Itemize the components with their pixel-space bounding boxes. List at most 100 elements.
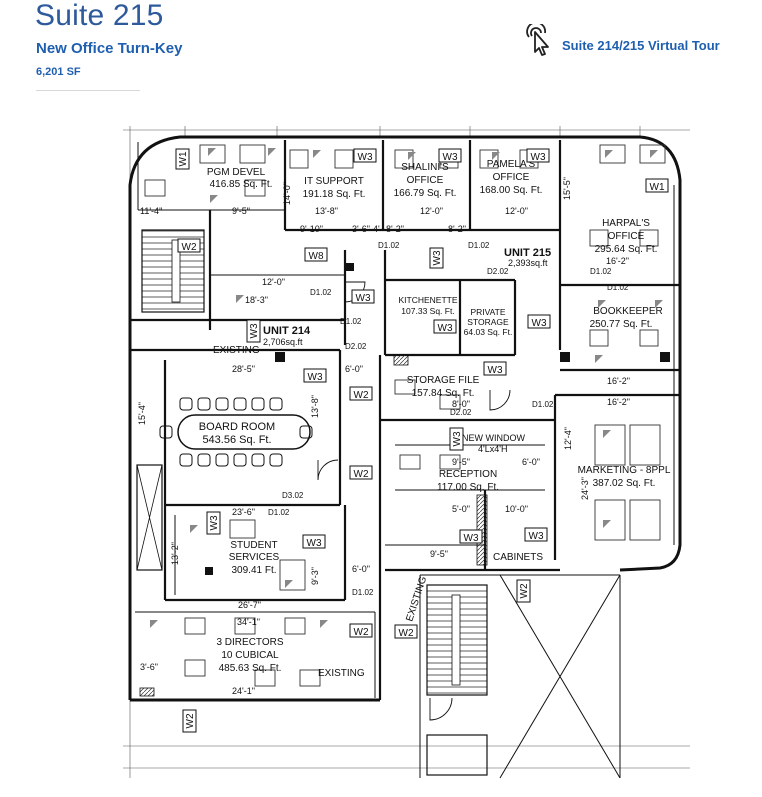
code: D2.02 [450,408,472,417]
tag: W8 [309,251,324,262]
dim: 28'-5" [232,364,255,374]
room-name: MARKETING - 8PPL [578,465,671,476]
tag: W3 [358,152,373,163]
tag: W3 [356,293,371,304]
room-name: CABINETS [493,552,543,563]
dim: 4' [373,224,380,234]
board-table [159,397,313,467]
dim: 13'-2" [170,542,180,565]
room-area: 295.64 Sq. Ft. [595,244,658,255]
dim: 9'-5" [232,206,250,216]
new-window-label: NEW WINDOW [462,433,525,443]
new-window-size: 4'Lx4'H [478,444,507,454]
tag: W2 [354,469,369,480]
elevator-x [136,464,163,571]
dim: 15'-5" [562,177,572,200]
tag: W3 [529,531,544,542]
dim: 24'-3" [580,477,590,500]
dim: 6'-0" [352,564,370,574]
code: D1.02 [607,283,629,292]
code: D1.02 [378,241,400,250]
page-subtitle: New Office Turn-Key [36,40,183,57]
virtual-tour-label: Suite 214/215 Virtual Tour [562,37,720,53]
stair-rail [171,239,181,303]
room-area: 166.79 Sq. Ft. [394,188,457,199]
room-area: 107.33 Sq. Ft. [401,306,454,316]
room-area: 64.03 Sq. Ft. [464,327,513,337]
code: D1.02 [268,508,290,517]
column-solid [205,263,670,575]
code: D1.02 [590,267,612,276]
room-name: STUDENT [230,540,277,551]
window-tags: W1 W1 W3 W3 W3 W2 W8 W3 W3 W3 W3 W3 W3 W… [175,148,669,733]
dim: 16'-2" [607,397,630,407]
tag: W3 [443,152,458,163]
light-lines [135,209,621,779]
stair-rail-lower [451,594,461,686]
unit-215-area: 2,393sq.ft [508,258,548,268]
dim: 9'-3" [310,567,320,585]
code: D1.02 [310,288,332,297]
tag: W3 [307,538,322,549]
dim: 10'-0" [505,504,528,514]
room-name: RECEPTION [439,469,497,480]
tag: W2 [185,713,196,728]
code: D2.02 [487,267,509,276]
dim: 12'-0" [420,206,443,216]
code: D3.02 [282,491,304,500]
suite-area: 6,201 SF [36,66,81,78]
tag: W3 [249,323,260,338]
dim: 34'-1" [237,617,260,627]
furniture [144,144,666,687]
dim: 8'-2" [386,224,404,234]
room-name: PAMELA'S [487,159,536,170]
dim: 6'-0" [345,364,363,374]
dim: 16'-2" [606,256,629,266]
unit-214-label: UNIT 214 [263,325,311,337]
code: D1.02 [352,588,374,597]
room-name: SHALINI'S [401,162,449,173]
tag: W3 [531,152,546,163]
room-area: 168.00 Sq. Ft. [480,185,543,196]
dim: 3'-6" [352,224,370,234]
tag: W3 [432,250,443,265]
code: D1.02 [340,317,362,326]
dim: 12'-0" [262,277,285,287]
dim: 9'-10" [300,224,323,234]
dim: 13'-8" [315,206,338,216]
room-area: 416.85 Sq. Ft. [210,179,273,190]
dim: 13'-8" [310,395,320,418]
pointer-click-icon [526,24,549,56]
room-name: KITCHENETTE [398,295,457,305]
room-labels: PGM DEVEL 416.85 Sq. Ft. IT SUPPORT 191.… [199,159,671,674]
room-name: 3 DIRECTORS [216,637,283,648]
code: D1.02 [468,241,490,250]
room-area: 191.18 Sq. Ft. [303,189,366,200]
code: D1.02 [532,400,554,409]
room-name: STORAGE FILE [407,375,480,386]
room-area: 543.56 Sq. Ft. [202,434,271,446]
dim: 8'-2" [448,224,466,234]
virtual-tour-link[interactable]: Suite 214/215 Virtual Tour [524,24,720,60]
dim: 9'-5" [452,457,470,467]
dim: 26'-7" [238,600,261,610]
room-name: OFFICE [407,175,444,186]
tag: W2 [399,628,414,639]
code: D2.02 [345,342,367,351]
tag: W2 [519,583,530,598]
dimensions: 11'-4" 9'-5" 13'-8" 14'-0" 9'-10" 3'-6" … [137,177,630,696]
dim: 9'-5" [430,549,448,559]
pin-marks [150,148,663,628]
dim: 24'-1" [232,686,255,696]
tag: W3 [532,318,547,329]
tag: W3 [209,515,220,530]
tag: W3 [452,431,463,446]
room-name: STORAGE [467,317,509,327]
unit-214-area: 2,706sq.ft [263,337,303,347]
dim: 16'-2" [607,376,630,386]
existing-label: EXISTING [213,345,260,356]
tag: W2 [354,627,369,638]
room-area: 387.02 Sq. Ft. [593,478,656,489]
room-area: 157.84 Sq. Ft. [412,388,475,399]
